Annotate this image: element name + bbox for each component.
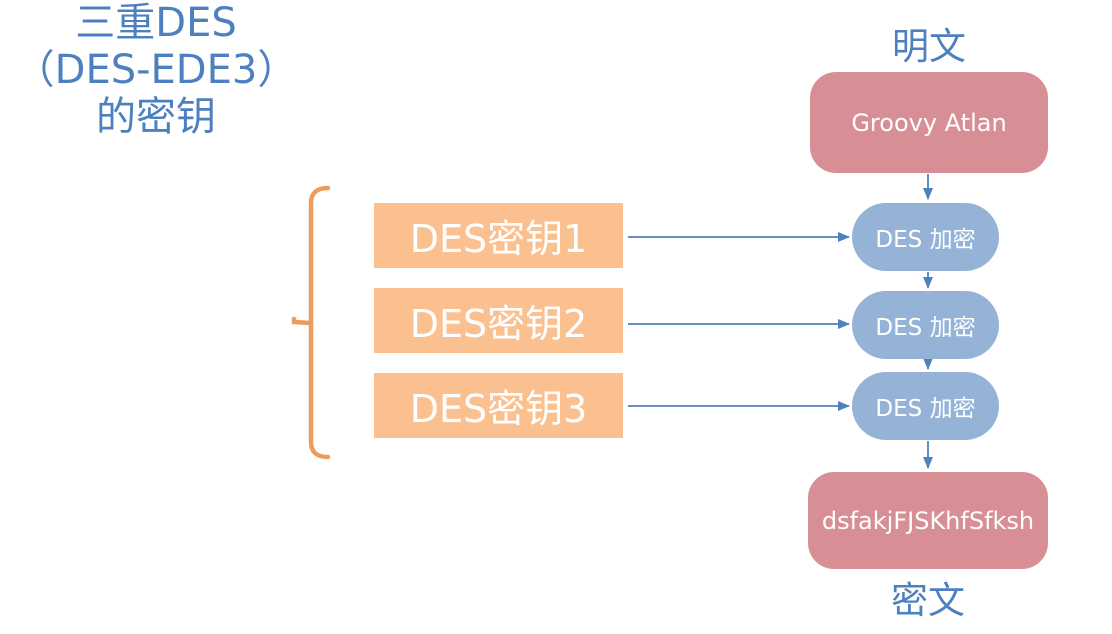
caption-line-3: 的密钥 [96, 94, 216, 140]
plaintext-label: 明文 [892, 25, 966, 68]
encrypt-box-1-label: DES 加密 [875, 227, 976, 253]
triple-des-bracket [291, 185, 331, 460]
plaintext-value: Groovy Atlan [851, 108, 1007, 137]
ciphertext-box: dsfakjFJSKhfSfksh [808, 472, 1048, 569]
key-box-2-label: DES密钥2 [409, 302, 588, 346]
key-box-3-label: DES密钥3 [409, 387, 588, 431]
key-box-2: DES密钥2 [374, 288, 623, 353]
plaintext-box: Groovy Atlan [810, 72, 1048, 173]
key-box-1-label: DES密钥1 [409, 217, 588, 261]
encrypt-box-3-label: DES 加密 [875, 396, 976, 422]
key-box-1: DES密钥1 [374, 203, 623, 268]
ciphertext-label: 密文 [891, 579, 965, 622]
encrypt-box-3: DES 加密 [852, 372, 999, 440]
key-box-3: DES密钥3 [374, 373, 623, 438]
caption-line-2: （DES-EDE3） [14, 47, 298, 93]
caption-line-1: 三重DES [75, 0, 237, 46]
encrypt-box-2-label: DES 加密 [875, 315, 976, 341]
encrypt-box-1: DES 加密 [852, 203, 999, 271]
triple-des-caption: 三重DES （DES-EDE3） 的密钥 [0, 0, 312, 141]
ciphertext-value: dsfakjFJSKhfSfksh [821, 506, 1035, 535]
encrypt-box-2: DES 加密 [852, 291, 999, 359]
